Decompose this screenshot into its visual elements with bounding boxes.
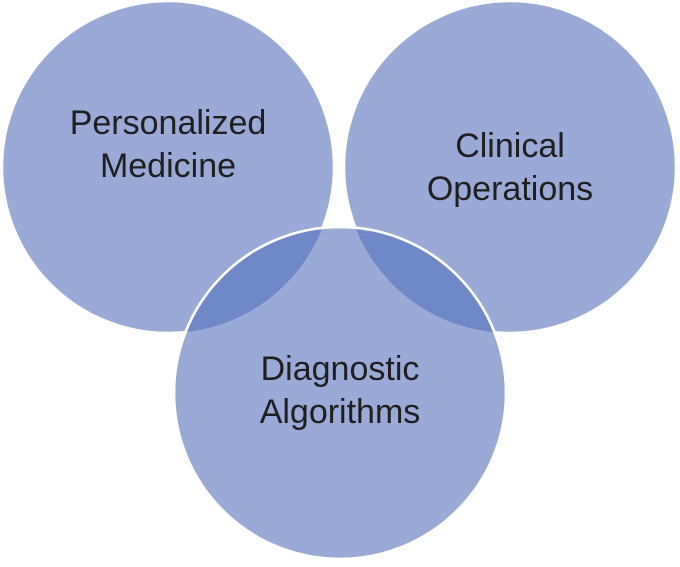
circle-personalized-medicine [0, 0, 336, 335]
label-clinical-operations-line1: Clinical [455, 127, 565, 165]
label-clinical-operations-line2: Operations [427, 170, 593, 208]
circle-clinical-operations [342, 0, 678, 335]
label-personalized-medicine-line1: Personalized [70, 104, 267, 142]
circle-diagnostic-algorithms-outline [172, 225, 508, 561]
label-diagnostic-algorithms-line2: Algorithms [260, 393, 421, 431]
label-personalized-medicine-line2: Medicine [100, 147, 236, 185]
label-diagnostic-algorithms-line1: Diagnostic [261, 350, 420, 388]
